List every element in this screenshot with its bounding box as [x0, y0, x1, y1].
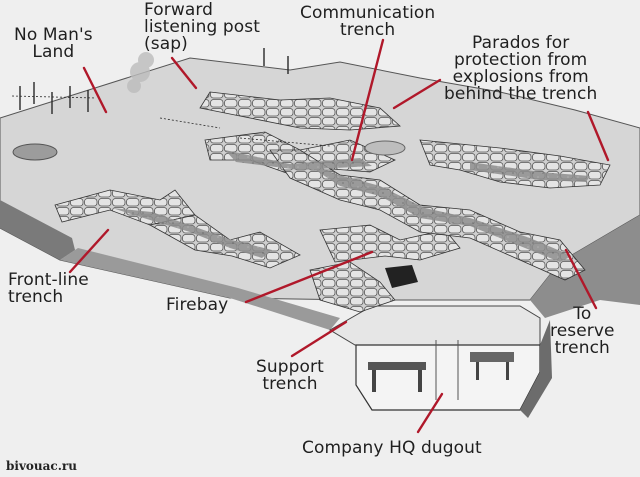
label-to-reserve: To reserve trench	[550, 304, 615, 358]
leader-support	[290, 320, 348, 358]
leader-no-mans-land	[82, 66, 108, 114]
leader-company-hq	[416, 392, 444, 434]
ground-face-front	[60, 248, 340, 330]
dugout-entrance	[385, 265, 418, 288]
ground-face-left	[0, 200, 75, 260]
dugout-bunk	[470, 352, 514, 362]
label-company-hq: Company HQ dugout	[302, 438, 482, 458]
leader-communication	[350, 38, 385, 162]
label-no-mans-land: No Man's Land	[14, 25, 93, 62]
leader-parados-2	[586, 110, 610, 162]
leader-firebay	[244, 250, 374, 304]
dugout-table	[368, 362, 426, 370]
label-firebay: Firebay	[166, 295, 229, 315]
label-support: Support trench	[256, 357, 324, 394]
leader-front-line	[68, 228, 110, 274]
leader-lines	[68, 38, 610, 434]
smoke	[127, 52, 154, 93]
dugout-wall-right	[520, 320, 552, 418]
ground-face-right	[530, 215, 640, 318]
shell-crater	[12, 143, 58, 161]
leader-to-reserve	[564, 248, 598, 310]
leader-forward-post	[170, 56, 198, 90]
label-front-line: Front-line trench	[8, 270, 89, 307]
leader-parados	[392, 78, 442, 110]
barbed-wire	[11, 48, 331, 147]
label-communication: Communication trench	[300, 3, 436, 40]
watermark: bivouac.ru	[6, 459, 77, 473]
label-parados: Parados for protection from explosions f…	[444, 33, 598, 104]
label-forward-post: Forward listening post (sap)	[144, 0, 261, 54]
